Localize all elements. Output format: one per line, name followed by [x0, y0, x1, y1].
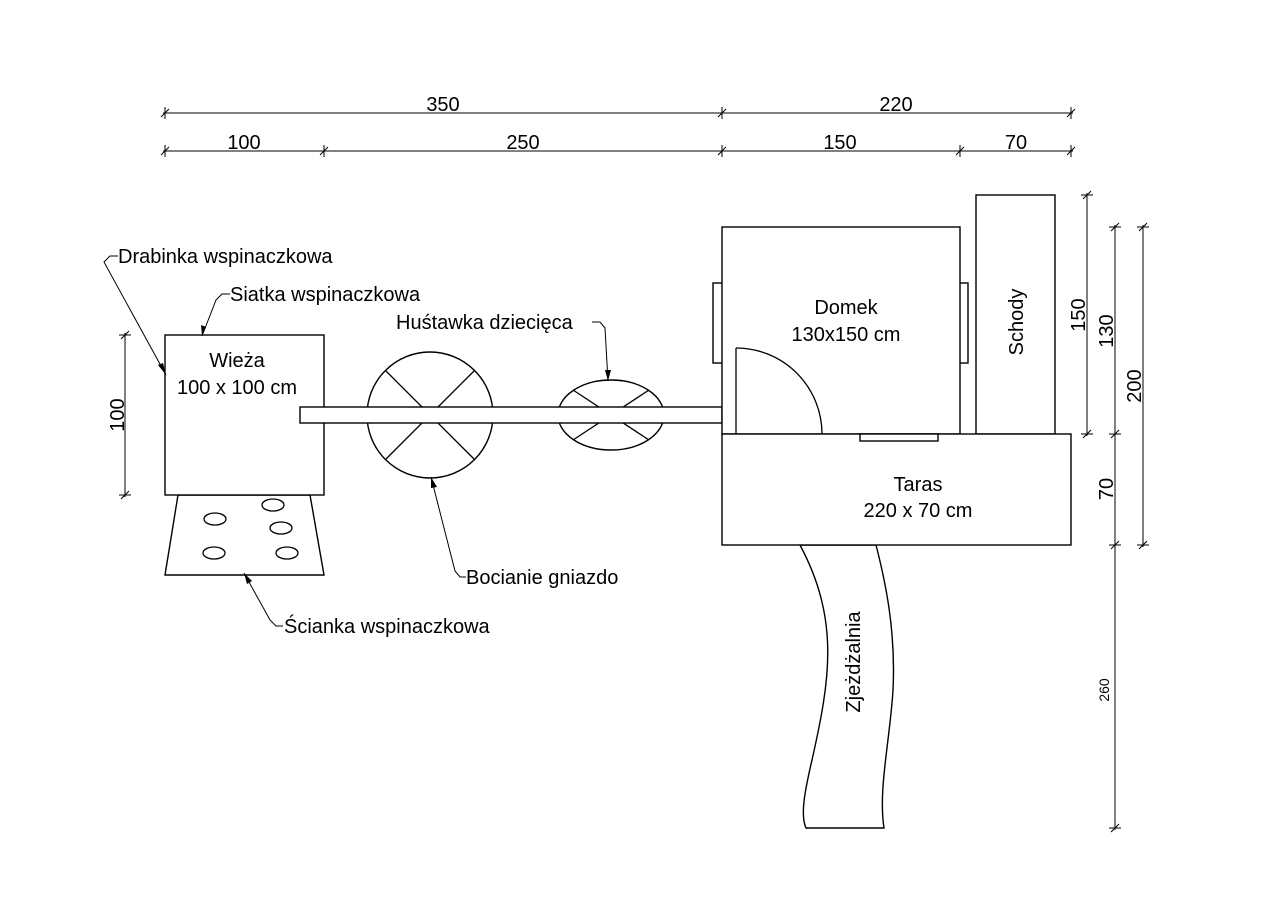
dim-70-right: 70 [1096, 478, 1118, 500]
callouts: Drabinka wspinaczkowa Siatka wspinaczkow… [103, 246, 618, 638]
tower-size: 100 x 100 cm [177, 377, 297, 399]
terrace: Taras 220 x 70 cm [721, 433, 1072, 546]
wall-label: Ścianka wspinaczkowa [284, 614, 491, 638]
swing-label: Huśtawka dziecięca [396, 312, 574, 334]
slide: Zjeżdżalnia [798, 544, 895, 829]
house: Domek 130x150 cm [712, 226, 969, 435]
right-dimensions: 150 130 70 260 200 [1068, 190, 1149, 833]
dim-100-top: 100 [227, 132, 260, 154]
slide-label: Zjeżdżalnia [843, 611, 865, 713]
dim-70-top: 70 [1005, 132, 1027, 154]
climbing-wall [164, 494, 325, 576]
dim-350: 350 [426, 94, 459, 116]
dim-260-right: 260 [1096, 678, 1112, 702]
dim-130-right: 130 [1096, 314, 1118, 347]
tower: Wieża 100 x 100 cm [164, 334, 325, 496]
stairs-label: Schody [1006, 289, 1028, 356]
house-size: 130x150 cm [792, 324, 901, 346]
dim-220: 220 [879, 94, 912, 116]
dim-150-right: 150 [1068, 298, 1090, 331]
nest-label: Bocianie gniazdo [466, 567, 618, 589]
dim-200-right: 200 [1124, 369, 1146, 402]
terrace-size: 220 x 70 cm [864, 500, 973, 522]
swing-beam [299, 406, 723, 424]
dim-100-left: 100 [107, 398, 129, 431]
house-name: Domek [814, 297, 878, 319]
tower-name: Wieża [209, 350, 265, 372]
top-dimensions: 350 220 100 250 150 70 [160, 94, 1076, 157]
ladder-label: Drabinka wspinaczkowa [118, 246, 333, 268]
dim-250: 250 [506, 132, 539, 154]
net-label: Siatka wspinaczkowa [230, 284, 421, 306]
left-dimension: 100 [107, 330, 131, 500]
terrace-name: Taras [894, 474, 943, 496]
stairs: Schody [975, 194, 1056, 435]
dim-150-top: 150 [823, 132, 856, 154]
